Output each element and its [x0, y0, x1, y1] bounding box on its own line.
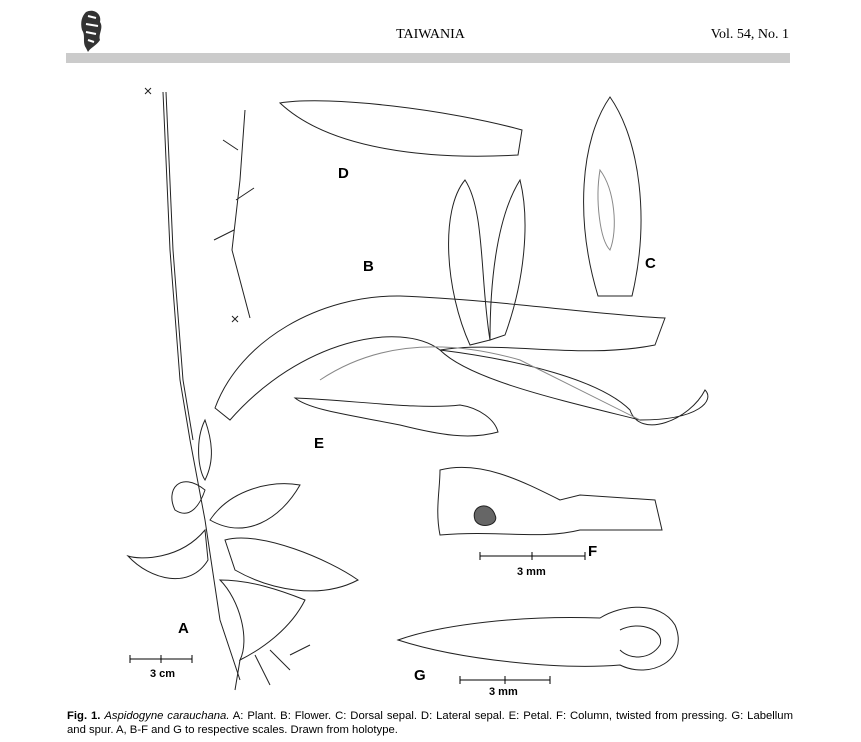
label-g: G: [414, 667, 426, 684]
plant-drawing-a: [126, 87, 359, 691]
journal-logo: [81, 10, 102, 52]
scale-label-a: 3 cm: [150, 668, 176, 680]
label-a: A: [178, 620, 189, 637]
scale-label-f: 3 mm: [517, 566, 546, 578]
figure-number: Fig. 1.: [67, 710, 101, 722]
caption-text: A: Plant. B: Flower. C: Dorsal sepal. D:…: [67, 710, 794, 736]
lateral-sepal-d: [278, 100, 523, 157]
scale-bar-a: [129, 655, 193, 663]
petal-e: [293, 397, 499, 437]
botanical-illustration: [126, 87, 709, 691]
dorsal-sepal-c: [583, 96, 642, 297]
figure-caption: Fig. 1. Aspidogyne carauchana. A: Plant.…: [67, 709, 793, 737]
header-divider: [66, 53, 790, 63]
scale-bar-g: [459, 676, 551, 684]
column-f: [437, 466, 663, 536]
flower-drawing-b: [214, 178, 709, 426]
scale-bar-f: [479, 552, 586, 560]
label-e: E: [314, 435, 325, 452]
volume-number: Vol. 54, No. 1: [710, 27, 789, 42]
scale-label-g: 3 mm: [489, 686, 518, 698]
label-b: B: [363, 258, 374, 275]
label-f: F: [588, 543, 598, 560]
label-c: C: [645, 255, 656, 272]
species-name: Aspidogyne carauchana.: [104, 710, 230, 722]
journal-title: TAIWANIA: [396, 27, 465, 42]
label-d: D: [338, 165, 349, 182]
labellum-g: [396, 606, 679, 671]
